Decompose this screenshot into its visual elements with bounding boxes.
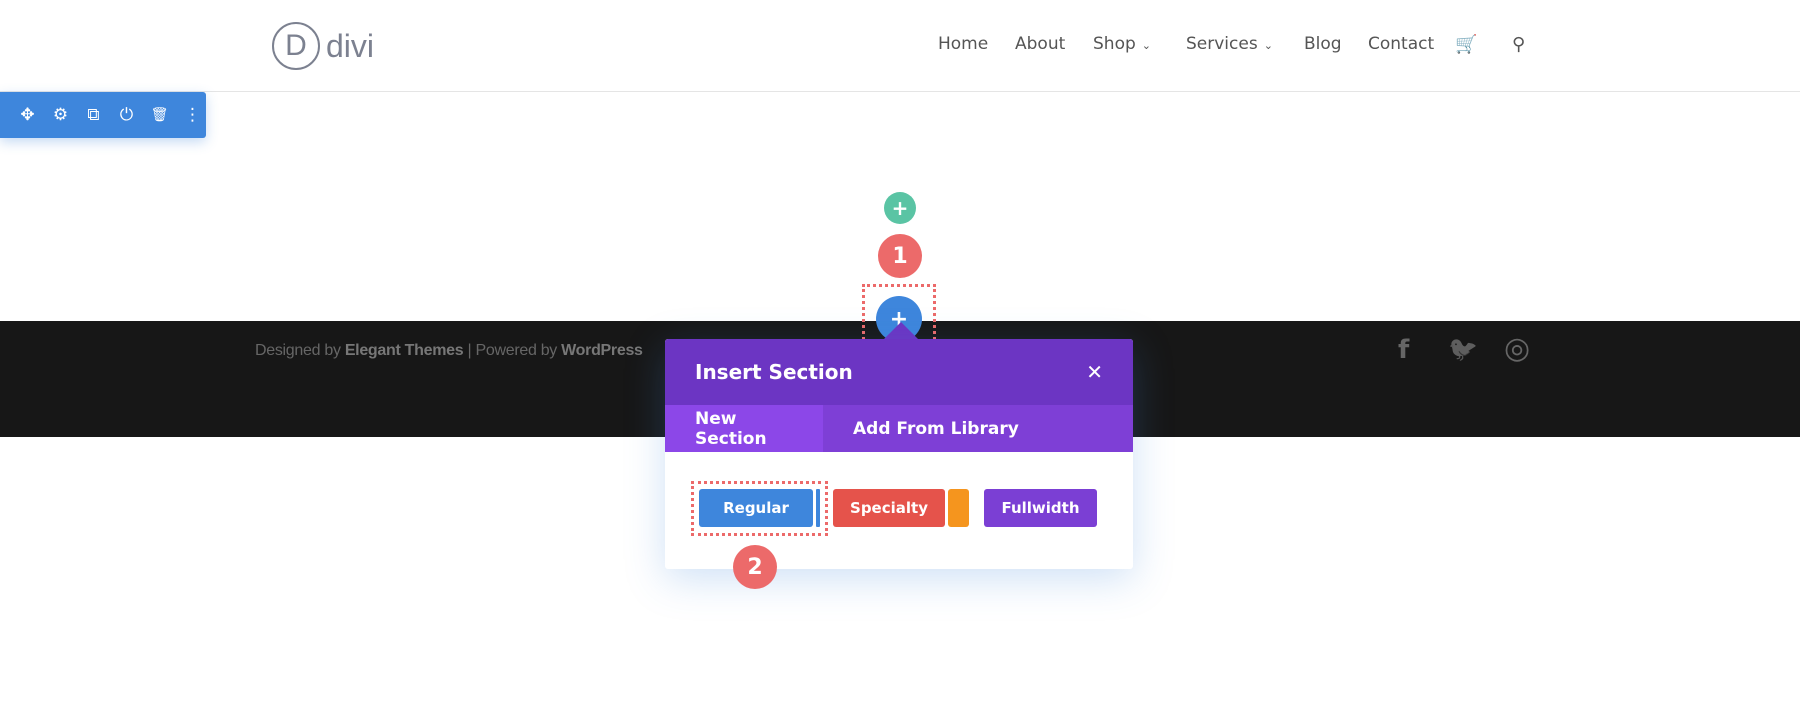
twitter-icon[interactable]: 🐦 [1448, 335, 1478, 363]
tab-add-from-library[interactable]: Add From Library [853, 418, 1019, 439]
credits-text: Powered by [475, 342, 558, 359]
logo-mark: D [272, 22, 320, 70]
step-badge-1: 1 [878, 234, 922, 278]
chevron-down-icon: ⌄ [1141, 39, 1151, 52]
tab-new-section[interactable]: New Section [665, 405, 823, 452]
nav-shop-label: Shop [1093, 34, 1136, 54]
modal-header: Insert Section ✕ [665, 339, 1133, 405]
facebook-icon[interactable]: f [1398, 335, 1410, 365]
divi-logo[interactable]: D divi [272, 22, 374, 70]
nav-about[interactable]: About [1015, 34, 1066, 54]
modal-title: Insert Section [695, 360, 853, 384]
nav-services-label: Services [1186, 34, 1258, 54]
regular-section-button[interactable]: Regular [699, 489, 813, 527]
nav-contact[interactable]: Contact [1368, 34, 1435, 54]
trash-icon[interactable]: 🗑 [150, 107, 169, 123]
more-icon[interactable]: ⋮ [184, 105, 201, 125]
logo-text: divi [326, 27, 375, 64]
credits-separator: | [467, 342, 472, 359]
specialty-section-button[interactable]: Specialty [833, 489, 945, 527]
highlight-box-2 [691, 481, 828, 536]
instagram-icon[interactable]: ◎ [1504, 331, 1531, 366]
close-icon[interactable]: ✕ [1086, 360, 1103, 384]
search-icon[interactable]: ⚲ [1512, 34, 1526, 55]
modal-tabs: New Section Add From Library [665, 405, 1133, 452]
gear-icon[interactable]: ⚙ [52, 105, 69, 125]
chevron-down-icon: ⌄ [1263, 39, 1273, 52]
wordpress-link[interactable]: WordPress [561, 342, 643, 359]
move-icon[interactable]: ✥ [20, 105, 35, 125]
specialty-accent [948, 489, 969, 527]
nav-blog[interactable]: Blog [1304, 34, 1342, 54]
section-toolbar: ✥ ⚙ ⧉ ⏻ 🗑 ⋮ [0, 92, 206, 138]
nav-home[interactable]: Home [938, 34, 989, 54]
nav-shop[interactable]: Shop ⌄ [1093, 34, 1151, 54]
cart-icon[interactable]: 🛒 [1455, 34, 1478, 55]
footer-credits: Designed by Elegant Themes | Powered by … [255, 342, 643, 360]
power-icon[interactable]: ⏻ [119, 105, 134, 125]
add-row-button[interactable]: + [884, 192, 916, 224]
popup-arrow [884, 322, 918, 339]
fullwidth-section-button[interactable]: Fullwidth [984, 489, 1097, 527]
insert-section-modal: Insert Section ✕ New Section Add From Li… [665, 339, 1133, 569]
nav-services[interactable]: Services ⌄ [1186, 34, 1273, 54]
duplicate-icon[interactable]: ⧉ [87, 105, 100, 125]
elegant-themes-link[interactable]: Elegant Themes [344, 342, 464, 359]
step-badge-2: 2 [733, 545, 777, 589]
regular-accent-strip [816, 489, 820, 527]
site-header: D divi Home About Shop ⌄ Services ⌄ Blog C… [0, 0, 1800, 92]
credits-text: Designed by [255, 342, 341, 359]
